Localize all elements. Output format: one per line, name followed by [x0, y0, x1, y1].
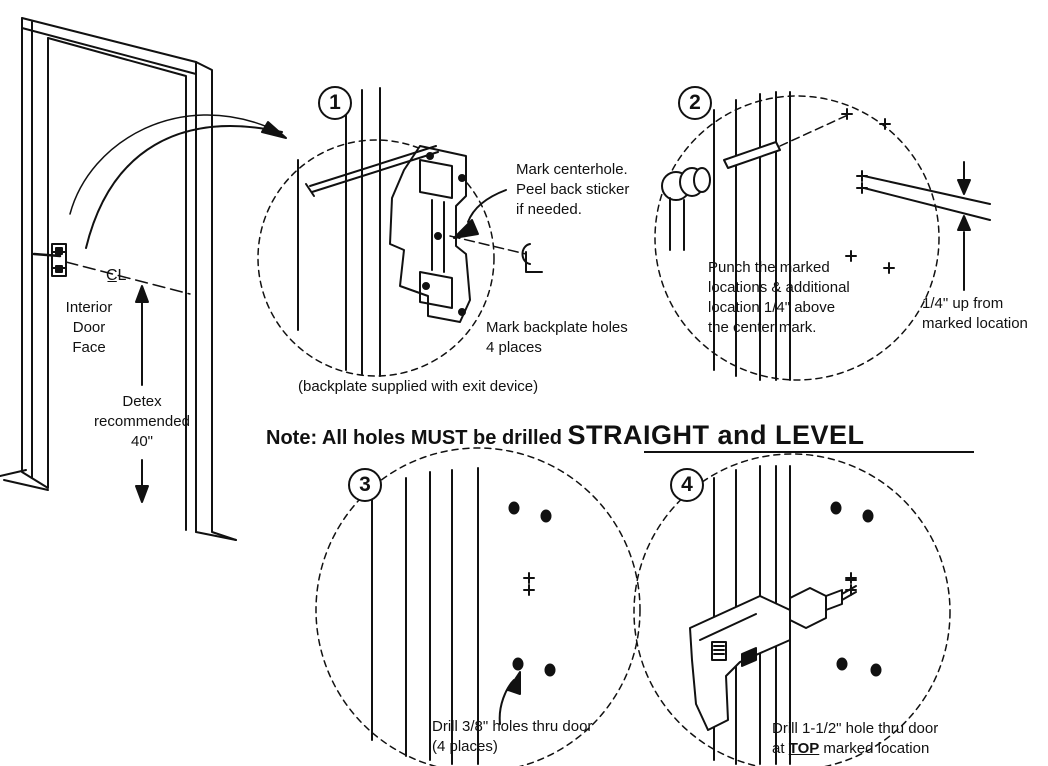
zoom-arrow	[69, 114, 287, 249]
step-1-callout-top-line-2: Peel back sticker	[516, 181, 630, 198]
step-4-callout-line-1: Drill 1-1/2" hole thru door	[772, 720, 939, 737]
step-2-side-note: 1/4" up from marked location	[922, 294, 1028, 334]
drilling-note-prefix: Note: All holes MUST be drilled	[266, 427, 568, 449]
step-2-side-note-line-1: 1/4" up from	[922, 295, 1004, 312]
detail-circle-1	[257, 87, 543, 377]
step-2-callout: Punch the marked locations & additional …	[708, 258, 850, 338]
drilling-note: Note: All holes MUST be drilled STRAIGHT…	[266, 421, 865, 452]
step-2-callout-line-2: locations & additional	[708, 279, 850, 296]
step-3-callout-line-2: (4 places)	[432, 738, 498, 755]
step-1-callout-top-line-3: if needed.	[516, 201, 582, 218]
step-1-footnote: (backplate supplied with exit device)	[298, 378, 539, 395]
detail-circle-3	[315, 447, 641, 766]
door-face-line-1: Interior	[65, 299, 113, 316]
step-1-callout-top-line-1: Mark centerhole.	[516, 161, 628, 178]
step-1-callout-bottom: Mark backplate holes 4 places	[486, 318, 628, 358]
step-3-callout: Drill 3/8" holes thru door (4 places)	[432, 717, 592, 757]
drilling-note-emphasis: STRAIGHT and LEVEL	[567, 420, 865, 450]
step-4-callout-emph: TOP	[788, 740, 820, 757]
detail-circle-2	[654, 91, 991, 381]
door-face-line-3: Face	[72, 339, 106, 356]
door-frame	[0, 17, 237, 541]
door-hardware	[32, 243, 67, 277]
door-face-label: Interior Door Face	[54, 298, 124, 358]
height-dimension	[135, 285, 149, 503]
step-4-callout-prefix: at	[772, 740, 789, 757]
step-2-number: 2	[678, 86, 712, 120]
centerline-symbol: C̲L	[106, 267, 127, 284]
step-2-callout-line-3: location 1/4" above	[708, 299, 836, 316]
door-face-line-2: Door	[72, 319, 106, 336]
step-1-callout-top: Mark centerhole. Peel back sticker if ne…	[516, 160, 629, 220]
step-2-callout-line-1: Punch the marked	[708, 259, 830, 276]
step-4-callout: Drill 1-1/2" hole thru door at TOP marke…	[772, 719, 938, 759]
step-4-callout-suffix: marked location	[819, 740, 930, 757]
step-1-callout-bottom-line-2: 4 places	[486, 339, 542, 356]
step-2-callout-line-4: the center mark.	[708, 319, 817, 336]
step-1-number: 1	[318, 86, 352, 120]
step-2-side-note-line-2: marked location	[922, 315, 1028, 332]
drilling-note-underline	[644, 451, 974, 453]
door-height-line-2: recommended	[94, 413, 190, 430]
step-4-callout-line-2: at TOP marked location	[772, 739, 938, 759]
step-4-number: 4	[670, 468, 704, 502]
door-height-line-1: Detex	[122, 393, 162, 410]
step-3-number: 3	[348, 468, 382, 502]
door-height-line-3: 40"	[130, 433, 153, 450]
detail-circle-4	[633, 453, 951, 766]
door-centerline	[65, 261, 191, 295]
step-1-callout-bottom-line-1: Mark backplate holes	[486, 319, 628, 336]
door-height-label: Detex recommended 40"	[80, 392, 204, 452]
step-3-callout-line-1: Drill 3/8" holes thru door	[432, 718, 593, 735]
